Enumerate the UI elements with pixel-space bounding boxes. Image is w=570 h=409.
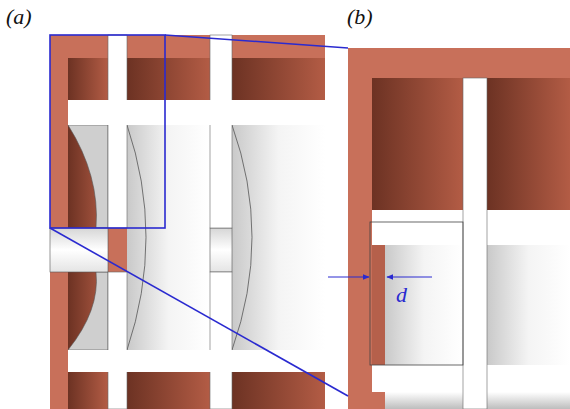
panel-b	[328, 48, 570, 409]
dimension-arrow	[328, 277, 369, 278]
panel-label: (a)	[6, 6, 32, 28]
dimension-label: d	[396, 284, 407, 306]
wall-strip	[372, 245, 385, 365]
copper-body	[50, 35, 325, 409]
copper-body	[348, 48, 570, 409]
zoom-indicator	[50, 35, 348, 396]
gaps	[68, 35, 325, 409]
cavity-cell	[372, 78, 463, 210]
panel-a	[50, 35, 325, 409]
dimension-arrow	[387, 277, 432, 278]
disk-face	[385, 245, 463, 365]
cavity-cell	[487, 78, 570, 210]
beam-pipe	[50, 228, 108, 272]
disk-outline	[370, 222, 463, 365]
disk-face	[487, 245, 570, 365]
beam-pipe	[210, 228, 232, 272]
panel-label: (b)	[347, 6, 373, 28]
gap	[463, 78, 487, 409]
